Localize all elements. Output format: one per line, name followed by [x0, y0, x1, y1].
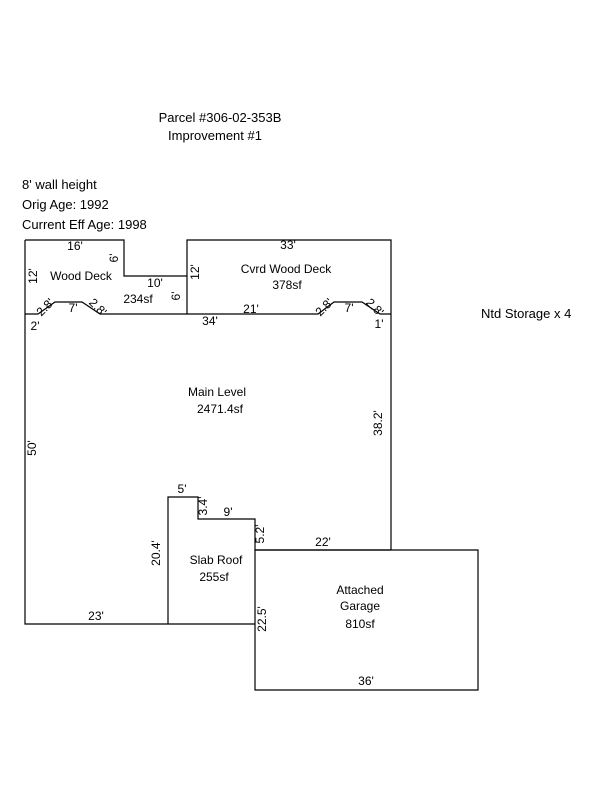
- wood-deck-outline: [25, 239, 187, 277]
- main-level-outline: [24, 240, 255, 625]
- dim-2-8b: 2.8': [86, 296, 109, 319]
- cvrd-deck-size: 378sf: [272, 278, 302, 292]
- covered-deck-outline: [186, 239, 392, 550]
- dim-20-4: 20.4': [149, 540, 163, 566]
- wall-height-text: 8' wall height: [22, 177, 97, 192]
- dim-21: 21': [243, 302, 259, 316]
- dim-9: 9': [224, 505, 233, 519]
- parcel-title: Parcel #306-02-353B: [158, 110, 282, 125]
- dim-38-2: 38.2': [371, 410, 385, 436]
- dim-3-4: 3.4': [196, 497, 210, 516]
- dim-34: 34': [202, 314, 218, 328]
- dim-12b: 12': [188, 264, 202, 280]
- deck-front-edge: [25, 301, 391, 315]
- eff-age-text: Current Eff Age: 1998: [22, 217, 147, 232]
- dim-10: 10': [147, 276, 163, 290]
- dim-23: 23': [88, 609, 104, 623]
- slab-roof-size: 255sf: [199, 570, 229, 584]
- dim-7b: 7': [345, 301, 354, 315]
- dim-22-5: 22.5': [255, 606, 269, 632]
- cvrd-deck-label: Cvrd Wood Deck: [241, 262, 332, 276]
- wood-deck-label: Wood Deck: [50, 269, 113, 283]
- dim-16: 16': [67, 239, 83, 253]
- dim-2-8c: 2.8': [313, 296, 336, 319]
- garage-outline: [254, 549, 479, 691]
- dim-12a: 12': [26, 268, 40, 284]
- main-level-label: Main Level: [188, 385, 246, 399]
- dim-6a: 6': [107, 254, 121, 263]
- improvement-title: Improvement #1: [168, 128, 262, 143]
- orig-age-text: Orig Age: 1992: [22, 197, 109, 212]
- dim-5: 5': [178, 482, 187, 496]
- dim-36: 36': [358, 674, 374, 688]
- dim-1: 1': [375, 317, 384, 331]
- dim-6b: 6': [169, 292, 183, 301]
- dim-2-8a: 2.8': [34, 296, 57, 319]
- garage-size: 810sf: [345, 617, 375, 631]
- dim-33: 33': [280, 238, 296, 252]
- storage-note: Ntd Storage x 4: [481, 306, 572, 321]
- wood-deck-size: 234sf: [123, 292, 153, 306]
- slab-roof-label: Slab Roof: [190, 553, 243, 567]
- dim-22: 22': [315, 535, 331, 549]
- dim-50: 50': [25, 440, 39, 456]
- garage-label-1: Attached: [336, 583, 383, 597]
- dim-5-2: 5.2': [253, 525, 267, 544]
- dim-7a: 7': [69, 301, 78, 315]
- main-level-size: 2471.4sf: [197, 402, 244, 416]
- dim-2: 2': [31, 319, 40, 333]
- dim-2-8d: 2.8': [363, 296, 386, 319]
- garage-label-2: Garage: [340, 599, 380, 613]
